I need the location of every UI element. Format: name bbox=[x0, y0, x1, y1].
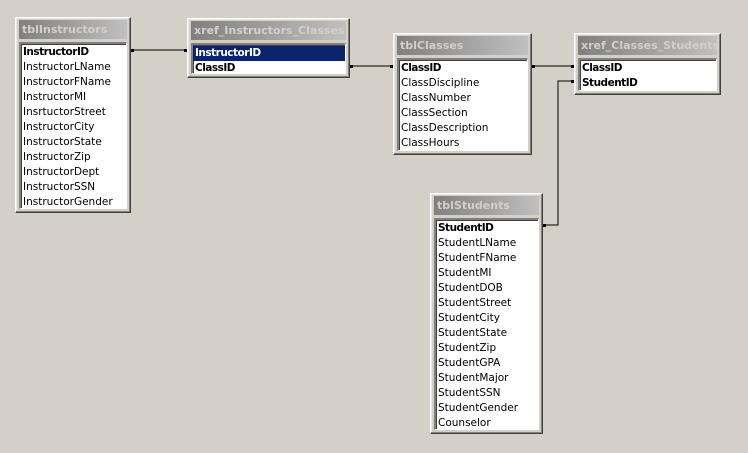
field-item[interactable]: InstructorLName bbox=[23, 61, 111, 73]
field-item[interactable]: StudentState bbox=[438, 327, 508, 339]
table-title[interactable]: tblClasses bbox=[397, 36, 528, 55]
field-item[interactable]: StudentFName bbox=[438, 252, 517, 264]
field-item[interactable]: ClassDescription bbox=[401, 122, 489, 134]
field-item[interactable]: StudentZip bbox=[438, 342, 497, 354]
field-item[interactable]: InstructorCity bbox=[23, 121, 95, 133]
field-item[interactable]: InstructorID bbox=[23, 46, 89, 58]
field-item[interactable]: StudentMI bbox=[438, 267, 492, 279]
table-title[interactable]: tblInstructors bbox=[19, 20, 127, 39]
table-title[interactable]: xref_Classes_Students bbox=[578, 36, 717, 55]
field-item[interactable]: InstructorGender bbox=[23, 196, 113, 208]
field-item[interactable]: InstructorMI bbox=[23, 91, 87, 103]
field-item[interactable]: InstructorZip bbox=[23, 151, 91, 163]
field-item[interactable]: ClassID bbox=[195, 62, 236, 74]
field-item[interactable]: InstructorSSN bbox=[23, 181, 96, 193]
field-item[interactable]: StudentID bbox=[582, 77, 638, 89]
field-item[interactable]: InstructorDept bbox=[23, 166, 100, 178]
field-item[interactable]: Counselor bbox=[438, 417, 491, 429]
table-title[interactable]: xref_Instructors_Classes bbox=[191, 21, 346, 40]
relationship-students-xref[interactable] bbox=[543, 80, 574, 226]
field-item[interactable]: ClassDiscipline bbox=[401, 77, 480, 89]
field-item[interactable]: StudentGPA bbox=[438, 357, 501, 369]
field-item[interactable]: ClassID bbox=[401, 62, 442, 74]
field-item[interactable]: StudentID bbox=[438, 222, 494, 234]
field-item[interactable]: StudentDOB bbox=[438, 282, 503, 294]
field-item[interactable]: ClassHours bbox=[401, 137, 460, 149]
field-item[interactable]: StudentStreet bbox=[438, 297, 512, 309]
field-item[interactable]: StudentLName bbox=[438, 237, 517, 249]
field-list[interactable]: ClassID StudentID bbox=[578, 58, 717, 91]
field-item[interactable]: StudentCity bbox=[438, 312, 500, 324]
field-item[interactable]: InstructorID bbox=[193, 46, 345, 61]
field-item[interactable]: InsrtuctorStreet bbox=[23, 106, 106, 118]
field-item[interactable]: ClassNumber bbox=[401, 92, 471, 104]
field-item[interactable]: StudentGender bbox=[438, 402, 519, 414]
field-item[interactable]: StudentSSN bbox=[438, 387, 501, 399]
field-item[interactable]: InstructorState bbox=[23, 136, 102, 148]
table-title[interactable]: tblStudents bbox=[434, 196, 539, 215]
field-item[interactable]: ClassSection bbox=[401, 107, 468, 119]
field-item[interactable]: StudentMajor bbox=[438, 372, 509, 384]
field-item[interactable]: ClassID bbox=[582, 62, 623, 74]
field-item[interactable]: InstructorFName bbox=[23, 76, 111, 88]
